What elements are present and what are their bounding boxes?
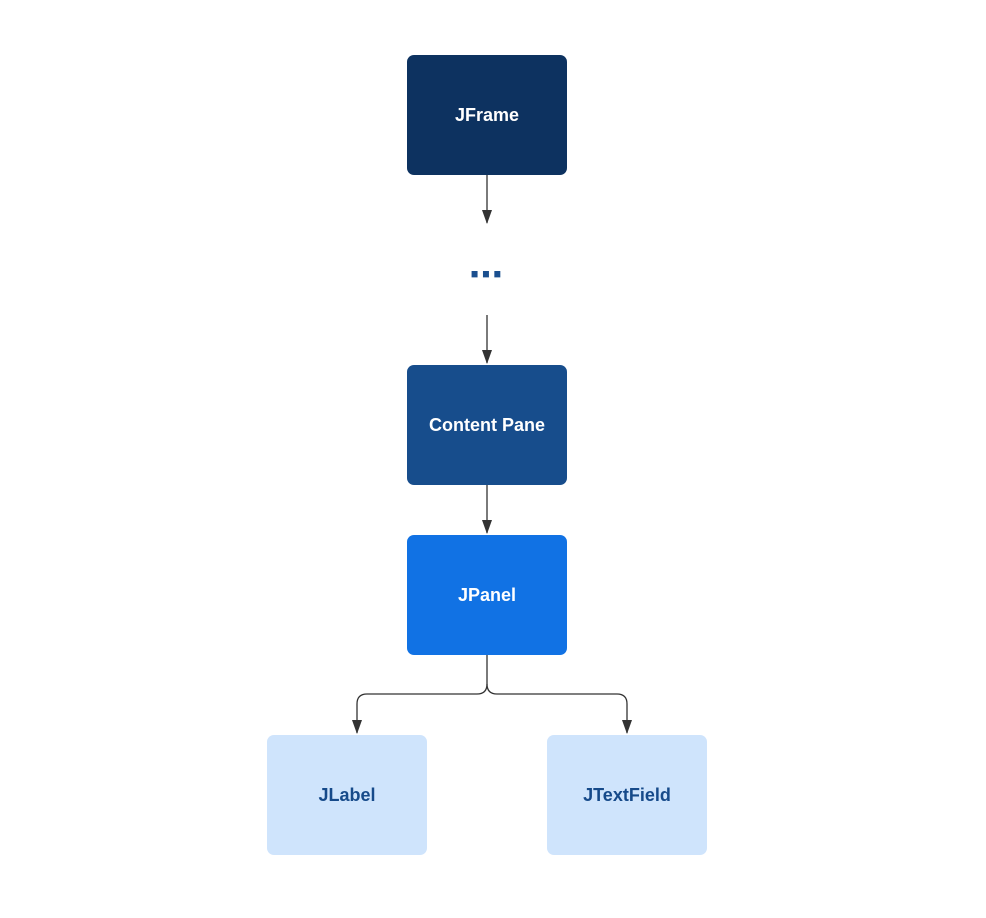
node-jframe: JFrame (407, 55, 567, 175)
node-content-pane: Content Pane (407, 365, 567, 485)
arrowhead-jframe-to-ellipsis (482, 210, 492, 224)
node-jlabel: JLabel (267, 735, 427, 855)
ellipsis-indicator: ⋯ (437, 255, 537, 295)
connector-jpanel-to-jlabel (356, 655, 488, 733)
node-jframe-label: JFrame (454, 104, 520, 125)
ellipsis-text: ⋯ (469, 255, 505, 295)
node-jlabel-label: JLabel (318, 784, 376, 805)
arrowhead-content-pane-to-jpanel (482, 520, 492, 534)
node-jpanel-label: JPanel (457, 584, 517, 605)
node-jpanel: JPanel (407, 535, 567, 655)
connector-jpanel-to-jtextfield (486, 683, 628, 733)
arrowhead-ellipsis-to-content-pane (482, 350, 492, 364)
arrowhead-jpanel-to-jlabel (352, 720, 362, 734)
node-jtextfield-label: JTextField (583, 784, 671, 805)
node-jtextfield: JTextField (547, 735, 707, 855)
node-content-pane-label: Content Pane (428, 414, 545, 435)
arrowhead-jpanel-to-jtextfield (622, 720, 632, 734)
